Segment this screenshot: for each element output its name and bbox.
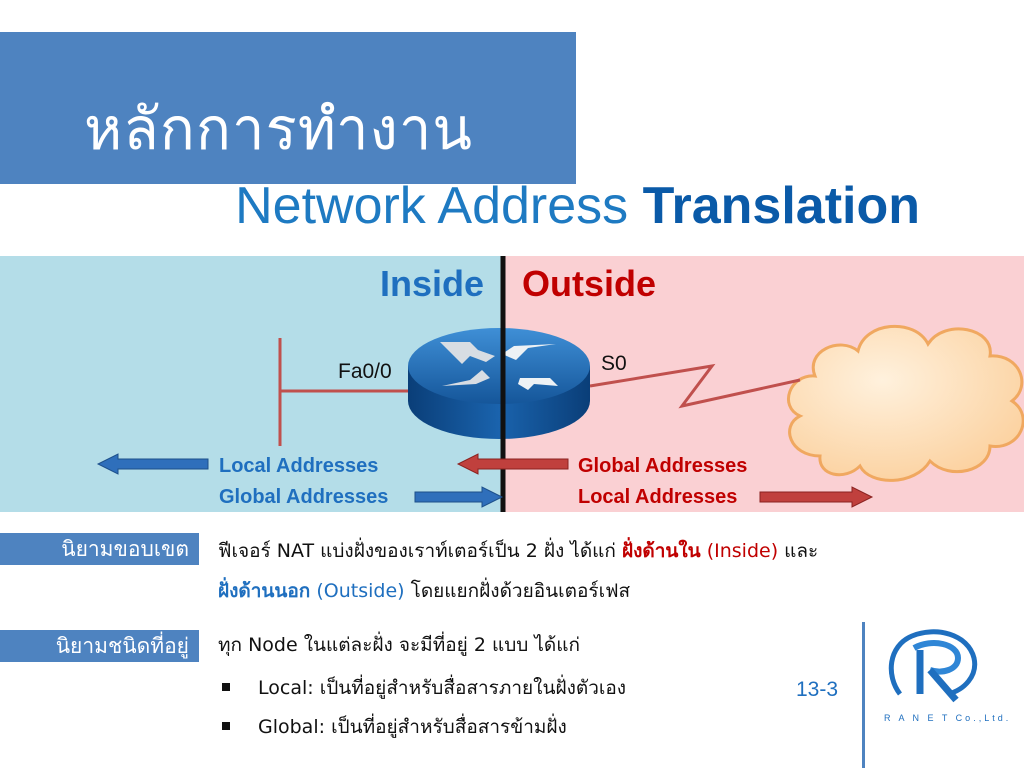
inside-lan-lines xyxy=(278,338,408,446)
outside-side-highlight: ฝั่งด้านนอก xyxy=(218,580,311,602)
inside-local-addresses: Local Addresses xyxy=(219,455,379,477)
outside-label: Outside xyxy=(522,263,657,304)
outside-global-addresses: Global Addresses xyxy=(578,455,748,477)
bullet-global-marker xyxy=(222,722,230,730)
page-title-english: Network Address Translation xyxy=(235,180,920,232)
inside-side-highlight: ฝั่งด้านใน xyxy=(621,540,701,562)
scope-line-1: ฟีเจอร์ NAT แบ่งฝั่งของเราท์เตอร์เป็น 2 … xyxy=(218,540,818,563)
address-intro: ทุก Node ในแต่ละฝั่ง จะมีที่อยู่ 2 แบบ ไ… xyxy=(218,634,580,656)
inside-global-addresses: Global Addresses xyxy=(219,486,389,508)
bullet-local-label: Local: xyxy=(258,677,314,699)
arrow-inside-left xyxy=(96,453,209,475)
scope-line-1-text: ฟีเจอร์ NAT แบ่งฝั่งของเราท์เตอร์เป็น 2 … xyxy=(218,540,616,562)
bullet-local: Local: เป็นที่อยู่สำหรับสื่อสารภายในฝั่ง… xyxy=(258,677,626,700)
diagram-graphics xyxy=(96,256,1024,512)
address-type-tag: นิยามชนิดที่อยู่ xyxy=(0,630,199,662)
arrow-inside-right xyxy=(414,486,504,508)
scope-line-2: ฝั่งด้านนอก (Outside) โดยแยกฝั่งด้วยอินเ… xyxy=(218,580,630,603)
scope-line-2-post: โดยแยกฝั่งด้วยอินเตอร์เฟส xyxy=(410,580,631,602)
outside-local-addresses: Local Addresses xyxy=(578,486,738,508)
scope-line-1-post: และ xyxy=(784,540,819,562)
arrow-outside-left xyxy=(456,453,569,475)
bullet-local-marker xyxy=(222,683,230,691)
bullet-local-text: เป็นที่อยู่สำหรับสื่อสารภายในฝั่งตัวเอง xyxy=(319,677,627,699)
footer-divider xyxy=(862,622,865,768)
title-english-light: Network Address xyxy=(235,177,629,235)
scope-definition-tag: นิยามขอบเขต xyxy=(0,533,199,565)
title-english-bold: Translation xyxy=(642,177,920,235)
router-icon xyxy=(408,328,590,439)
serial-link xyxy=(589,363,801,409)
cloud-icon xyxy=(787,324,1024,482)
title-band xyxy=(0,32,576,184)
inside-label: Inside xyxy=(379,263,484,304)
bullet-global: Global: เป็นที่อยู่สำหรับสื่อสารข้ามฝั่ง xyxy=(258,716,567,739)
page-title-thai: หลักการทำงาน xyxy=(84,95,474,163)
fa-interface-label: Fa0/0 xyxy=(338,360,392,383)
bullet-global-text: เป็นที่อยู่สำหรับสื่อสารข้ามฝั่ง xyxy=(331,716,567,738)
nat-diagram: Inside Outside Fa0/0 S0 Local Addresses … xyxy=(0,256,1024,512)
page-number: 13-3 xyxy=(796,678,839,701)
arrow-outside-right xyxy=(759,486,874,508)
inside-side-note: (Inside) xyxy=(706,540,779,562)
logo-text: R A N E T Co.,Ltd. xyxy=(884,713,1012,723)
bullet-global-label: Global: xyxy=(258,716,326,738)
serial-interface-label: S0 xyxy=(601,352,627,375)
outside-side-note: (Outside) xyxy=(316,580,405,602)
ranet-logo-icon xyxy=(888,629,978,703)
